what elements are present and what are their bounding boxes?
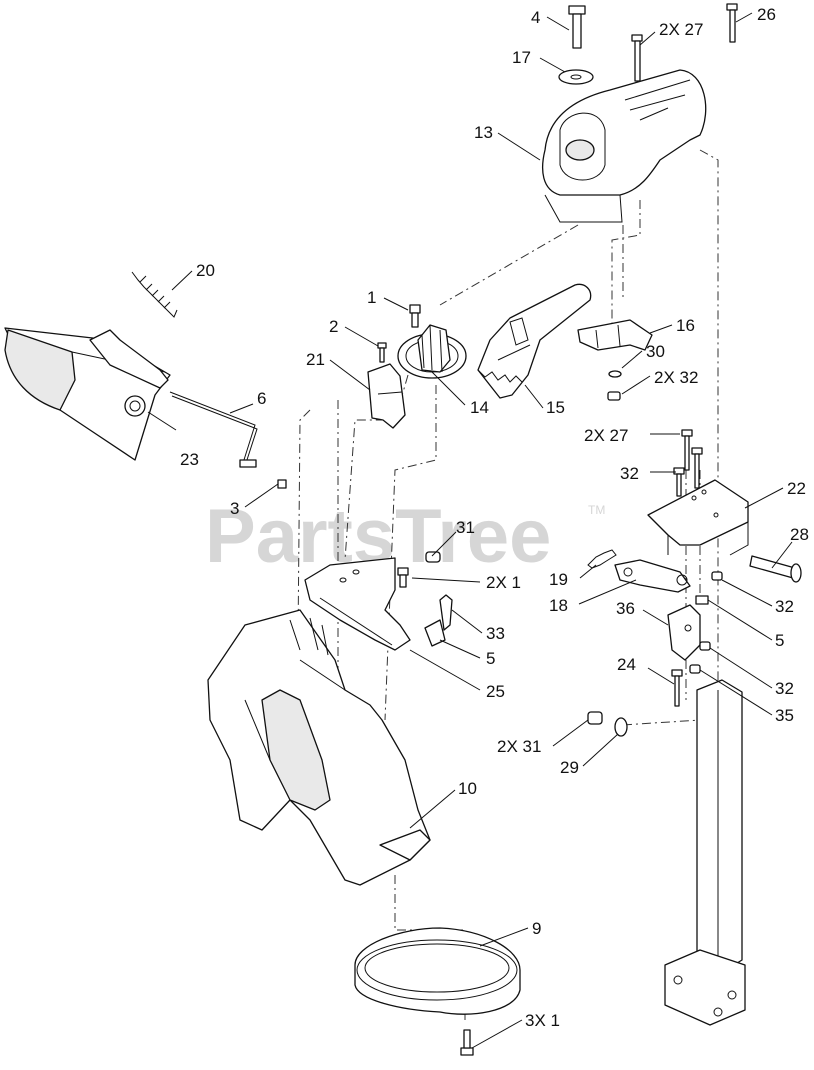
spring-part-20 [131, 271, 178, 318]
bolt-part-1-bottom [460, 1029, 474, 1056]
callout-1-top: 1 [367, 288, 376, 307]
callout-26: 26 [757, 5, 776, 24]
callout-32-b: 32 [775, 597, 794, 616]
control-tube [664, 679, 746, 1026]
callout-33: 33 [486, 624, 505, 643]
control-rod-part-6 [169, 391, 258, 467]
callout-32-a: 32 [620, 464, 639, 483]
callout-5-b: 5 [486, 649, 495, 668]
callout-2x27-mid: 2X 27 [584, 426, 628, 445]
callout-16: 16 [676, 316, 695, 335]
bolts-part-27-mid [673, 429, 703, 497]
callout-24: 24 [617, 655, 636, 674]
callout-3x1: 3X 1 [525, 1011, 560, 1030]
callout-10: 10 [458, 779, 477, 798]
callout-20: 20 [196, 261, 215, 280]
watermark-trademark: TM [588, 503, 605, 517]
callout-32-c: 32 [775, 679, 794, 698]
washer-hole [570, 74, 582, 80]
chute-ring-part-9 [354, 927, 521, 1015]
callout-35: 35 [775, 706, 794, 725]
spring-part-19 [587, 549, 617, 569]
nut-part-32-lower [699, 641, 711, 651]
callout-2x27-top: 2X 27 [659, 20, 703, 39]
mounting-bracket-part-22 [647, 479, 749, 556]
nut-part-32-top [607, 391, 621, 401]
callout-labels: 4 2X 27 26 17 13 20 1 2 21 16 30 2X 32 6… [180, 5, 809, 1030]
callout-29: 29 [560, 758, 579, 777]
bolt-part-1-top [409, 304, 421, 328]
callout-5-a: 5 [775, 631, 784, 650]
washer-part-17 [558, 69, 594, 85]
bolt-part-1-mid [397, 567, 409, 588]
callout-25: 25 [486, 682, 505, 701]
callout-15: 15 [546, 398, 565, 417]
nut-part-35 [689, 664, 701, 674]
washer-part-30 [608, 370, 622, 378]
screw-part-3 [277, 479, 287, 489]
callout-6: 6 [257, 389, 266, 408]
bolt-part-27-top [631, 34, 643, 82]
nut-part-32-right [711, 571, 723, 581]
lever-part-18 [614, 559, 691, 593]
callout-2x31: 2X 31 [497, 737, 541, 756]
chute-bracket-part-25 [304, 557, 411, 651]
nut-part-31 [587, 711, 603, 725]
deflector-part-23 [4, 327, 171, 461]
callout-23: 23 [180, 450, 199, 469]
bolt-part-24 [671, 669, 683, 707]
clip-part-33 [439, 594, 453, 631]
callout-19: 19 [549, 570, 568, 589]
control-housing-part-13 [542, 69, 707, 223]
partstree-watermark: PartsTree TM [205, 494, 605, 579]
callout-2x32-top: 2X 32 [654, 368, 698, 387]
crank-handle-part-15 [477, 283, 592, 399]
callout-13: 13 [474, 123, 493, 142]
nut-part-31-mid [425, 551, 441, 563]
clip-part-5-left [424, 619, 446, 647]
callout-21: 21 [306, 350, 325, 369]
linkage-part-36 [667, 604, 701, 661]
bolt-part-4 [568, 5, 586, 49]
callout-4: 4 [531, 8, 540, 27]
bolt-part-26 [726, 3, 738, 43]
washer-part-29 [614, 717, 628, 737]
rod-clip [239, 459, 257, 468]
callout-36: 36 [616, 599, 635, 618]
gear-cover-part-21 [367, 363, 406, 429]
clip-part-16 [577, 319, 653, 351]
callout-9: 9 [532, 919, 541, 938]
chute-part-10 [207, 609, 431, 886]
callout-18: 18 [549, 596, 568, 615]
gear-part-14 [397, 324, 467, 379]
screw-part-2 [377, 342, 387, 363]
callout-14: 14 [470, 398, 489, 417]
leader-lines [147, 12, 793, 1049]
callout-22: 22 [787, 479, 806, 498]
callout-2x1: 2X 1 [486, 573, 521, 592]
callout-30: 30 [646, 342, 665, 361]
pin-part-28 [749, 555, 802, 583]
callout-3: 3 [230, 499, 239, 518]
callout-28: 28 [790, 525, 809, 544]
clip-part-5-right [695, 595, 709, 605]
callout-17: 17 [512, 48, 531, 67]
callout-31: 31 [456, 518, 475, 537]
callout-2: 2 [329, 317, 338, 336]
